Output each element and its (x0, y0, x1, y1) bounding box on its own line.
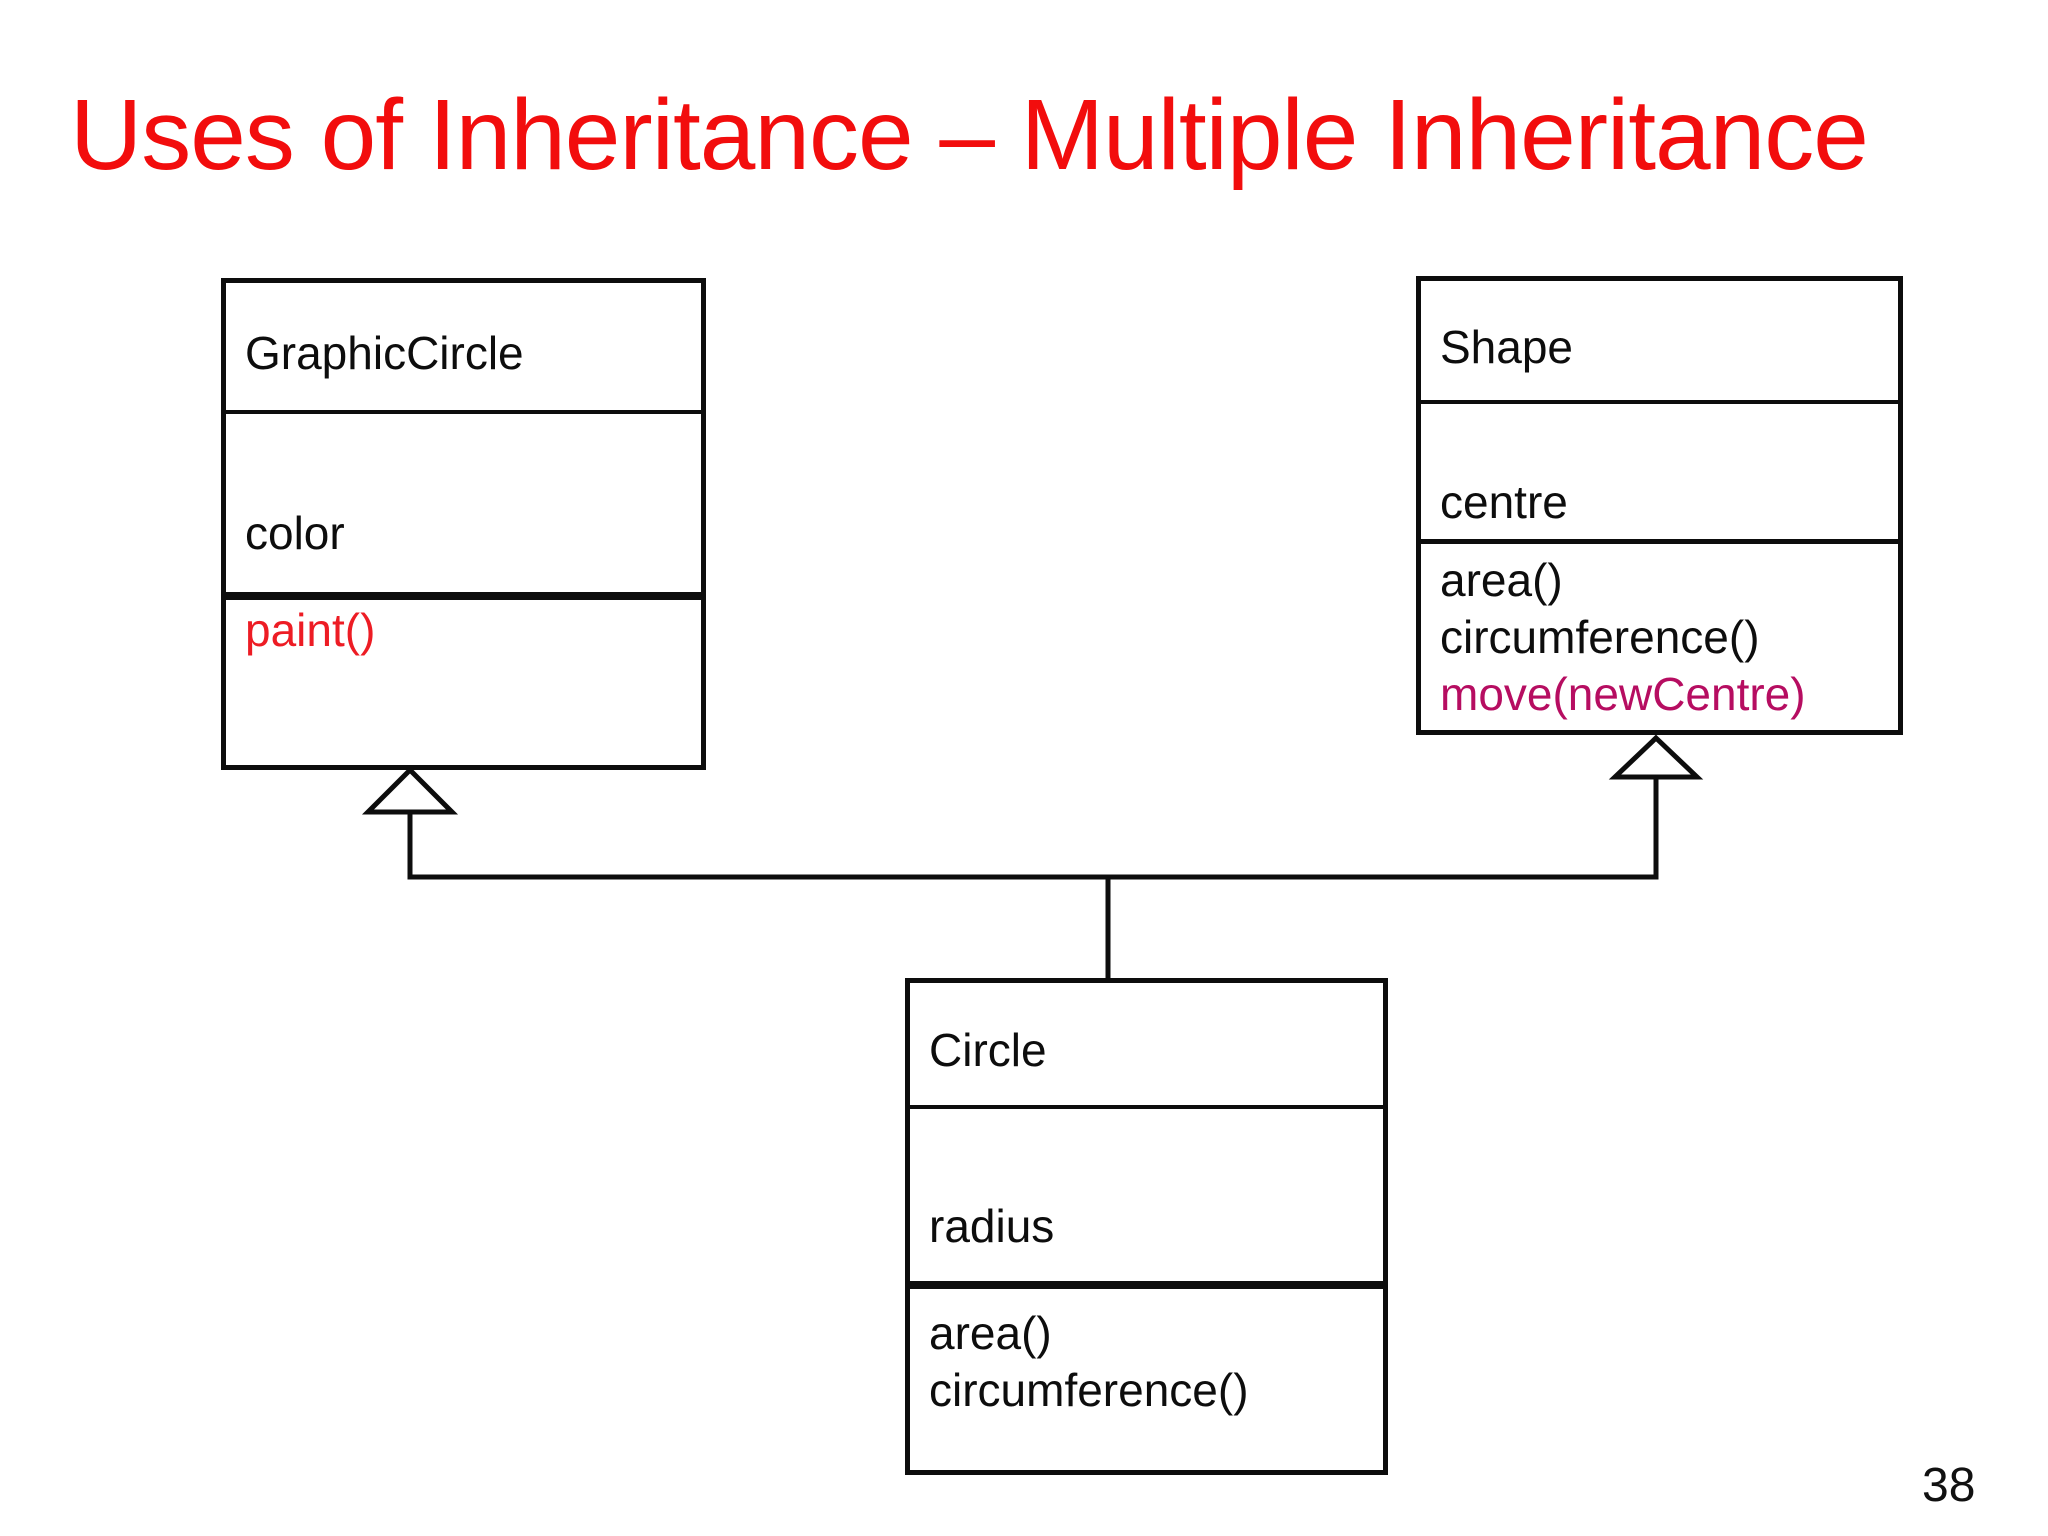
class-attribute: centre (1440, 476, 1568, 528)
class-box-graphiccircle: GraphicCircle color paint() (221, 278, 706, 770)
page-number: 38 (1922, 1459, 1976, 1512)
class-method: paint() (245, 604, 376, 656)
class-name-compartment: Shape (1421, 281, 1898, 400)
class-method: circumference() (1440, 611, 1760, 663)
class-method: area() (1440, 554, 1563, 606)
slide-title: Uses of Inheritance – Multiple Inheritan… (70, 79, 1869, 191)
class-attributes-compartment: centre (1421, 400, 1898, 539)
class-name: GraphicCircle (245, 326, 524, 379)
class-methods-compartment: paint() (226, 592, 701, 765)
class-attribute: color (245, 507, 345, 559)
class-attribute: radius (929, 1200, 1055, 1252)
class-name-compartment: Circle (910, 983, 1383, 1105)
class-box-shape: Shape centre area() circumference() move… (1416, 276, 1903, 735)
class-methods-compartment: area() circumference() (910, 1281, 1383, 1458)
generalization-arrowhead-shape-icon (1608, 734, 1704, 780)
class-attributes-compartment: radius (910, 1105, 1383, 1281)
generalization-arrowhead-graphiccircle-icon (361, 766, 459, 815)
class-box-circle: Circle radius area() circumference() (905, 978, 1388, 1475)
class-methods-compartment: area() circumference() move(newCentre) (1421, 539, 1898, 730)
class-method: circumference() (929, 1364, 1249, 1416)
class-method: area() (929, 1307, 1052, 1359)
class-name: Shape (1440, 320, 1574, 373)
class-name: Circle (929, 1024, 1047, 1076)
class-method: move(newCentre) (1440, 668, 1806, 720)
class-name-compartment: GraphicCircle (226, 283, 701, 410)
class-attributes-compartment: color (226, 410, 701, 592)
connector-line-to-graphiccircle (407, 777, 1659, 880)
